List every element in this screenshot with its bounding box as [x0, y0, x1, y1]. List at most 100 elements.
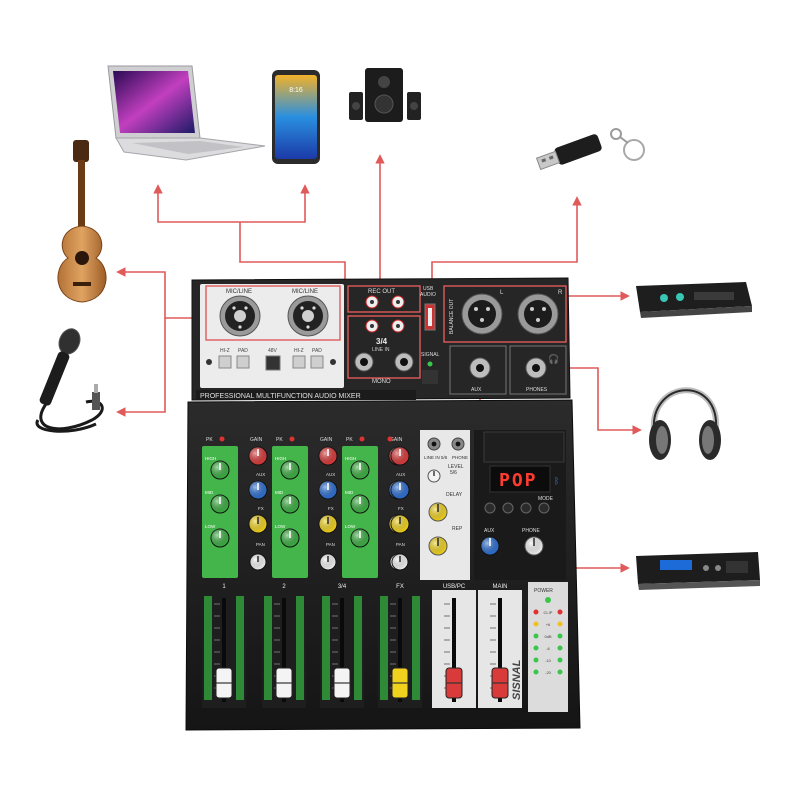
line-in-sub-label: LINE IN: [372, 347, 390, 353]
pk-label: PK: [206, 437, 213, 443]
balance-out-label: BALANCE OUT: [449, 299, 455, 334]
fader-strip-6: MAIN: [478, 584, 522, 708]
eq-label-high: HIGH: [275, 456, 286, 461]
fader-strip-2: 2: [262, 584, 306, 708]
eq-mid-knob[interactable]: [350, 494, 370, 514]
rack-processor-icon: [636, 552, 760, 590]
rec-out-section: REC OUT 3/4 LINE IN MONO: [347, 285, 421, 385]
meter-led-l: [533, 633, 539, 639]
aux-send-knob[interactable]: [390, 480, 410, 500]
eq-high-knob[interactable]: [350, 460, 370, 480]
hiz-switch-2[interactable]: [292, 355, 306, 369]
xlr-out-right[interactable]: [517, 293, 559, 335]
gain-knob[interactable]: [248, 446, 268, 466]
peak-led: [219, 436, 225, 442]
fader-label: 3/4: [338, 584, 347, 590]
delay-knob[interactable]: [428, 502, 448, 522]
fx-send-knob[interactable]: [248, 514, 268, 534]
gain-label: GAIN: [390, 437, 403, 443]
meter-led-l: [533, 645, 539, 651]
fader-strip-4: FX: [378, 584, 422, 708]
eq-label-low: LOW: [345, 524, 356, 529]
aux-label: AUX: [326, 472, 335, 477]
eq-low-knob[interactable]: [350, 528, 370, 548]
hiz-switch-1[interactable]: [218, 355, 232, 369]
svg-text:8:16: 8:16: [289, 87, 303, 94]
eq-low-knob[interactable]: [210, 528, 230, 548]
fader-strip-3: 3/4: [320, 584, 364, 708]
aux-send-knob[interactable]: [248, 480, 268, 500]
phantom-switch[interactable]: [265, 355, 281, 371]
amplifier-icon: [636, 282, 752, 318]
smartphone-icon: 8:16: [272, 70, 320, 164]
fx-send-knob[interactable]: [318, 514, 338, 534]
pad-switch-1[interactable]: [236, 355, 250, 369]
mode-label: MODE: [538, 496, 554, 502]
fx-label: FX: [328, 506, 334, 511]
balance-out-l-label: L: [500, 290, 504, 296]
phone-level-knob[interactable]: [524, 536, 544, 556]
pk-label: PK: [346, 437, 353, 443]
usb-audio-line1: USB: [423, 286, 434, 292]
meter-label: +6: [546, 622, 551, 627]
gain-knob[interactable]: [390, 446, 410, 466]
xlr-combo-jack-2[interactable]: [287, 295, 329, 337]
speaker-icon: [349, 68, 421, 122]
meter-led-l: [533, 621, 539, 627]
level-56-line1: LEVEL: [448, 464, 464, 470]
meter-led-l: [533, 609, 539, 615]
aux-label: AUX: [256, 472, 265, 477]
phantom-label: 48V: [268, 348, 278, 354]
meter-led-r: [557, 669, 563, 675]
pad-switch-2[interactable]: [310, 355, 324, 369]
play-pause-button[interactable]: [520, 502, 532, 514]
next-button[interactable]: [502, 502, 514, 514]
eq-high-knob[interactable]: [210, 460, 230, 480]
rep-knob[interactable]: [428, 536, 448, 556]
xlr-combo-jack-1[interactable]: [219, 295, 261, 337]
fader-knob[interactable]: [445, 667, 463, 699]
bluetooth-icon: ᛒ: [554, 476, 559, 486]
rec-out-label: REC OUT: [368, 289, 395, 295]
brand-logo: SISNAL: [511, 659, 523, 700]
fader-strip-5: USB/PC: [432, 584, 476, 708]
fader-knob[interactable]: [491, 667, 509, 699]
balance-out-r-label: R: [558, 290, 563, 296]
mode-button[interactable]: [538, 502, 550, 514]
fader-knob[interactable]: [275, 667, 293, 699]
eq-high-knob[interactable]: [280, 460, 300, 480]
pan-knob[interactable]: [249, 553, 267, 571]
peak-led: [289, 436, 295, 442]
fader-knob[interactable]: [215, 667, 233, 699]
gain-knob[interactable]: [318, 446, 338, 466]
aux-knob-label: AUX: [484, 528, 495, 534]
fx-send-knob[interactable]: [390, 514, 410, 534]
pan-knob[interactable]: [391, 553, 409, 571]
meter-led-r: [557, 645, 563, 651]
pad-label-2: PAD: [312, 348, 322, 354]
level-56-line2: 5/6: [450, 470, 457, 476]
pad-label-1: PAD: [238, 348, 248, 354]
eq-low-knob[interactable]: [280, 528, 300, 548]
eq-mid-knob[interactable]: [210, 494, 230, 514]
prev-button[interactable]: [484, 502, 496, 514]
eq-label-mid: MID: [275, 490, 284, 495]
fader-label: 2: [282, 584, 286, 590]
level-56-label: LEVEL 5/6: [448, 464, 465, 476]
aux-master-knob[interactable]: [480, 536, 500, 556]
pan-knob[interactable]: [319, 553, 337, 571]
fader-label: 1: [222, 584, 226, 590]
eq-label-mid: MID: [205, 490, 214, 495]
aux-out-label: AUX: [471, 387, 482, 393]
fader-strip-1: 1: [202, 584, 246, 708]
eq-mid-knob[interactable]: [280, 494, 300, 514]
pan-label: PAN: [396, 542, 405, 547]
aux-send-knob[interactable]: [318, 480, 338, 500]
level-56-knob[interactable]: [427, 469, 441, 483]
xlr-out-left[interactable]: [461, 293, 503, 335]
fader-knob[interactable]: [391, 667, 409, 699]
fader-knob[interactable]: [333, 667, 351, 699]
